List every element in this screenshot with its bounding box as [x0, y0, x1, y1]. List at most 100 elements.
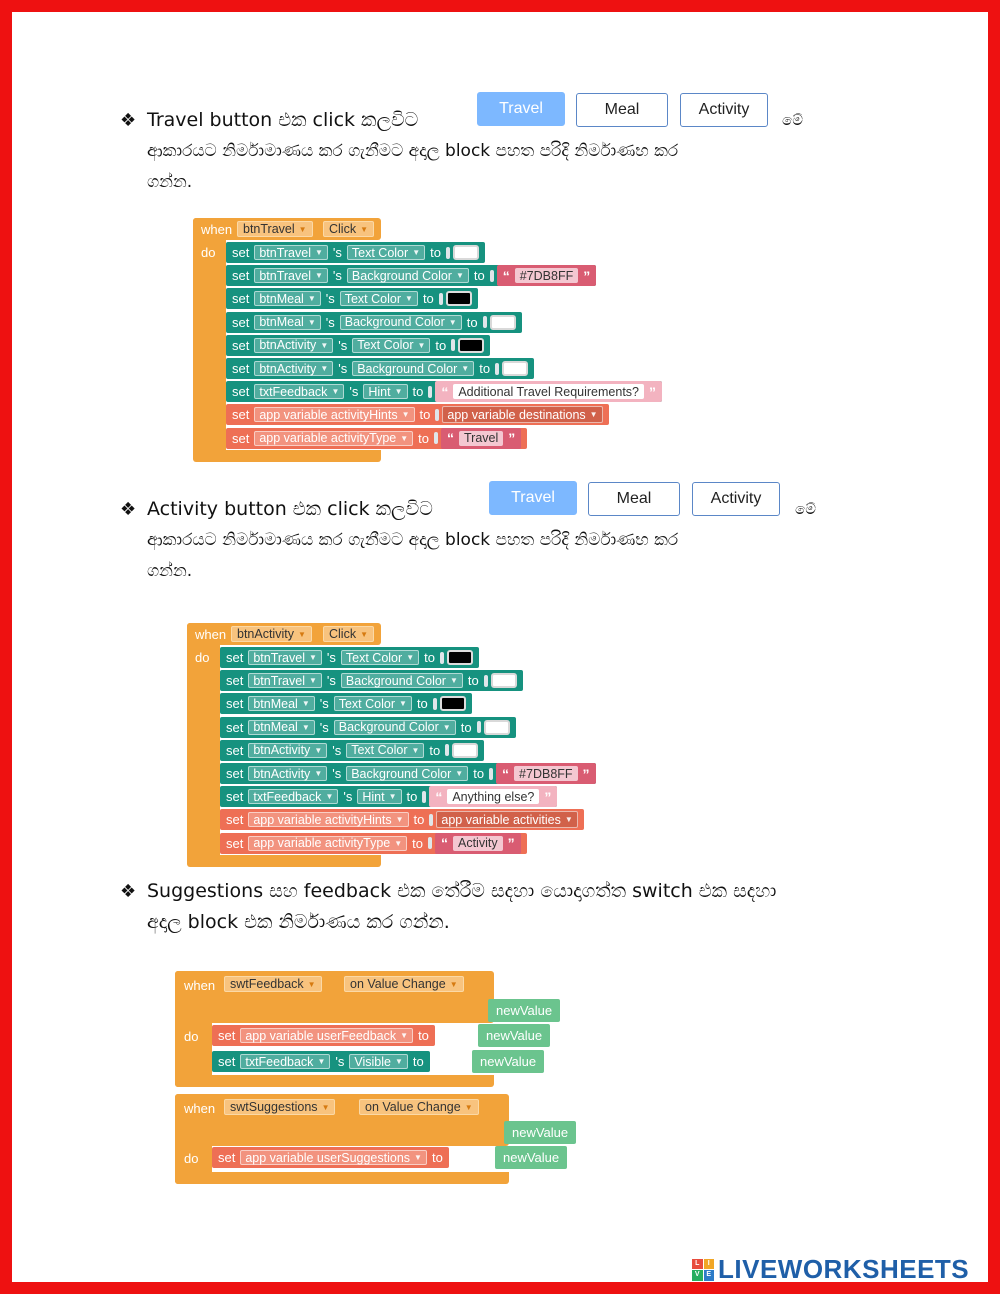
instruction-switch: ❖ Suggestions සහ feedback එක තේරීම සදහා … — [120, 876, 880, 946]
property-dropdown[interactable]: Text Color▼ — [346, 245, 426, 260]
bullet-icon: ❖ — [120, 881, 137, 902]
component-dropdown[interactable]: btnMeal▼ — [248, 696, 315, 712]
color-swatch[interactable] — [489, 314, 516, 330]
travel-button-preview: Travel — [477, 92, 565, 126]
property-dropdown[interactable]: Text Color▼ — [346, 742, 425, 758]
color-swatch[interactable] — [446, 650, 473, 665]
variable-dropdown[interactable]: app variable activityHints▼ — [254, 407, 415, 423]
new-value-getter: newValue — [495, 1146, 568, 1169]
component-dropdown[interactable]: btnTravel▼ — [248, 673, 322, 689]
string-block: “Additional Travel Requirements?” — [435, 381, 662, 403]
property-dropdown[interactable]: Background Color▼ — [346, 766, 469, 781]
travel-button-preview: Travel — [489, 481, 577, 515]
set-variable-row: set app variable userFeedback▼ to — [212, 1025, 435, 1046]
component-dropdown[interactable]: btnTravel▼ — [248, 650, 322, 665]
color-swatch[interactable] — [445, 291, 472, 307]
property-dropdown[interactable]: Hint▼ — [357, 789, 402, 805]
property-dropdown[interactable]: Background Color▼ — [333, 719, 456, 735]
component-dropdown[interactable]: swtFeedback▼ — [224, 976, 322, 992]
component-dropdown[interactable]: btnActivity▼ — [248, 742, 328, 758]
event-block-swtSuggestions-change: when swtSuggestions▼ on Value Change▼ ne… — [175, 1094, 605, 1186]
variable-getter[interactable]: app variable activities▼ — [436, 811, 578, 829]
component-dropdown[interactable]: btnMeal▼ — [254, 314, 321, 330]
color-swatch[interactable] — [483, 719, 510, 735]
property-dropdown[interactable]: Background Color▼ — [339, 314, 462, 330]
property-dropdown[interactable]: Text Color▼ — [352, 337, 431, 353]
event-block-swtFeedback-change: when swtFeedback▼ on Value Change▼ newVa… — [175, 971, 595, 1089]
property-dropdown[interactable]: Text Color▼ — [339, 291, 418, 307]
property-dropdown[interactable]: Background Color▼ — [352, 361, 475, 376]
logo-text: LIVEWORKSHEETS — [718, 1254, 970, 1284]
component-dropdown[interactable]: btnActivity▼ — [231, 626, 312, 642]
component-dropdown[interactable]: btnActivity▼ — [248, 766, 328, 781]
event-dropdown[interactable]: Click▼ — [323, 626, 375, 642]
color-swatch[interactable] — [452, 245, 479, 260]
instruction-line: ගන්න. — [147, 561, 193, 581]
component-dropdown[interactable]: txtFeedback▼ — [248, 789, 339, 805]
component-dropdown[interactable]: btnTravel▼ — [254, 268, 328, 284]
component-dropdown[interactable]: swtSuggestions▼ — [224, 1099, 336, 1115]
instruction-line: Travel button එක click කලවිට — [147, 109, 419, 131]
instruction-travel: ❖ Travel button එක click කලවිට මේ ආකාරයට… — [120, 105, 880, 205]
component-dropdown[interactable]: txtFeedback▼ — [254, 384, 345, 400]
variable-dropdown[interactable]: app variable activityType▼ — [254, 430, 414, 446]
variable-getter[interactable]: app variable destinations▼ — [442, 406, 603, 424]
property-dropdown[interactable]: Text Color▼ — [340, 650, 420, 665]
bullet-icon: ❖ — [120, 499, 137, 520]
color-swatch[interactable] — [458, 337, 485, 353]
instruction-line: ගන්න. — [147, 172, 193, 192]
component-dropdown[interactable]: btnTravel▼ — [254, 245, 328, 260]
new-value-param: newValue — [504, 1121, 577, 1144]
component-dropdown[interactable]: btnActivity▼ — [254, 361, 334, 376]
color-swatch[interactable] — [452, 742, 479, 758]
event-dropdown[interactable]: Click▼ — [323, 221, 375, 237]
instruction-line: Activity button එක click කලවිට — [147, 498, 433, 520]
component-dropdown[interactable]: btnMeal▼ — [248, 719, 315, 735]
do-label: do — [195, 650, 210, 665]
color-swatch[interactable] — [439, 696, 466, 712]
component-dropdown[interactable]: btnMeal▼ — [254, 291, 321, 307]
property-dropdown[interactable]: Background Color▼ — [346, 268, 469, 284]
do-label: do — [184, 1151, 199, 1166]
variable-dropdown[interactable]: app variable activityHints▼ — [248, 812, 409, 828]
component-dropdown[interactable]: btnTravel▼ — [237, 221, 313, 237]
string-block: “#7DB8FF” — [496, 265, 597, 287]
event-dropdown[interactable]: on Value Change▼ — [359, 1099, 479, 1115]
do-label: do — [201, 245, 216, 260]
color-swatch[interactable] — [490, 673, 517, 689]
event-dropdown[interactable]: on Value Change▼ — [344, 976, 464, 992]
string-block: “#7DB8FF” — [496, 763, 596, 784]
property-dropdown[interactable]: Hint▼ — [363, 384, 408, 400]
property-dropdown[interactable]: Background Color▼ — [340, 673, 463, 689]
do-label: do — [184, 1029, 199, 1044]
string-block: “Anything else?” — [429, 786, 558, 808]
string-block: “Travel” — [441, 427, 522, 449]
set-property-row: set txtFeedback▼ 's Visible▼ to — [212, 1051, 430, 1072]
component-dropdown[interactable]: btnActivity▼ — [254, 337, 334, 353]
instruction-line-tail: මේ — [795, 500, 817, 518]
set-variable-row: set app variable userSuggestions▼ to — [212, 1147, 449, 1168]
color-swatch[interactable] — [502, 361, 529, 376]
string-block: “Activity” — [435, 832, 521, 854]
when-label: when — [201, 222, 233, 237]
variable-dropdown[interactable]: app variable activityType▼ — [248, 835, 408, 851]
instruction-line: ආකාරයට නිර්මාමාණය කර ගැනීමට අදාල block ප… — [147, 141, 679, 161]
property-dropdown[interactable]: Text Color▼ — [333, 696, 412, 712]
instruction-line: Suggestions සහ feedback එක තේරීම සදහා යො… — [147, 880, 777, 902]
